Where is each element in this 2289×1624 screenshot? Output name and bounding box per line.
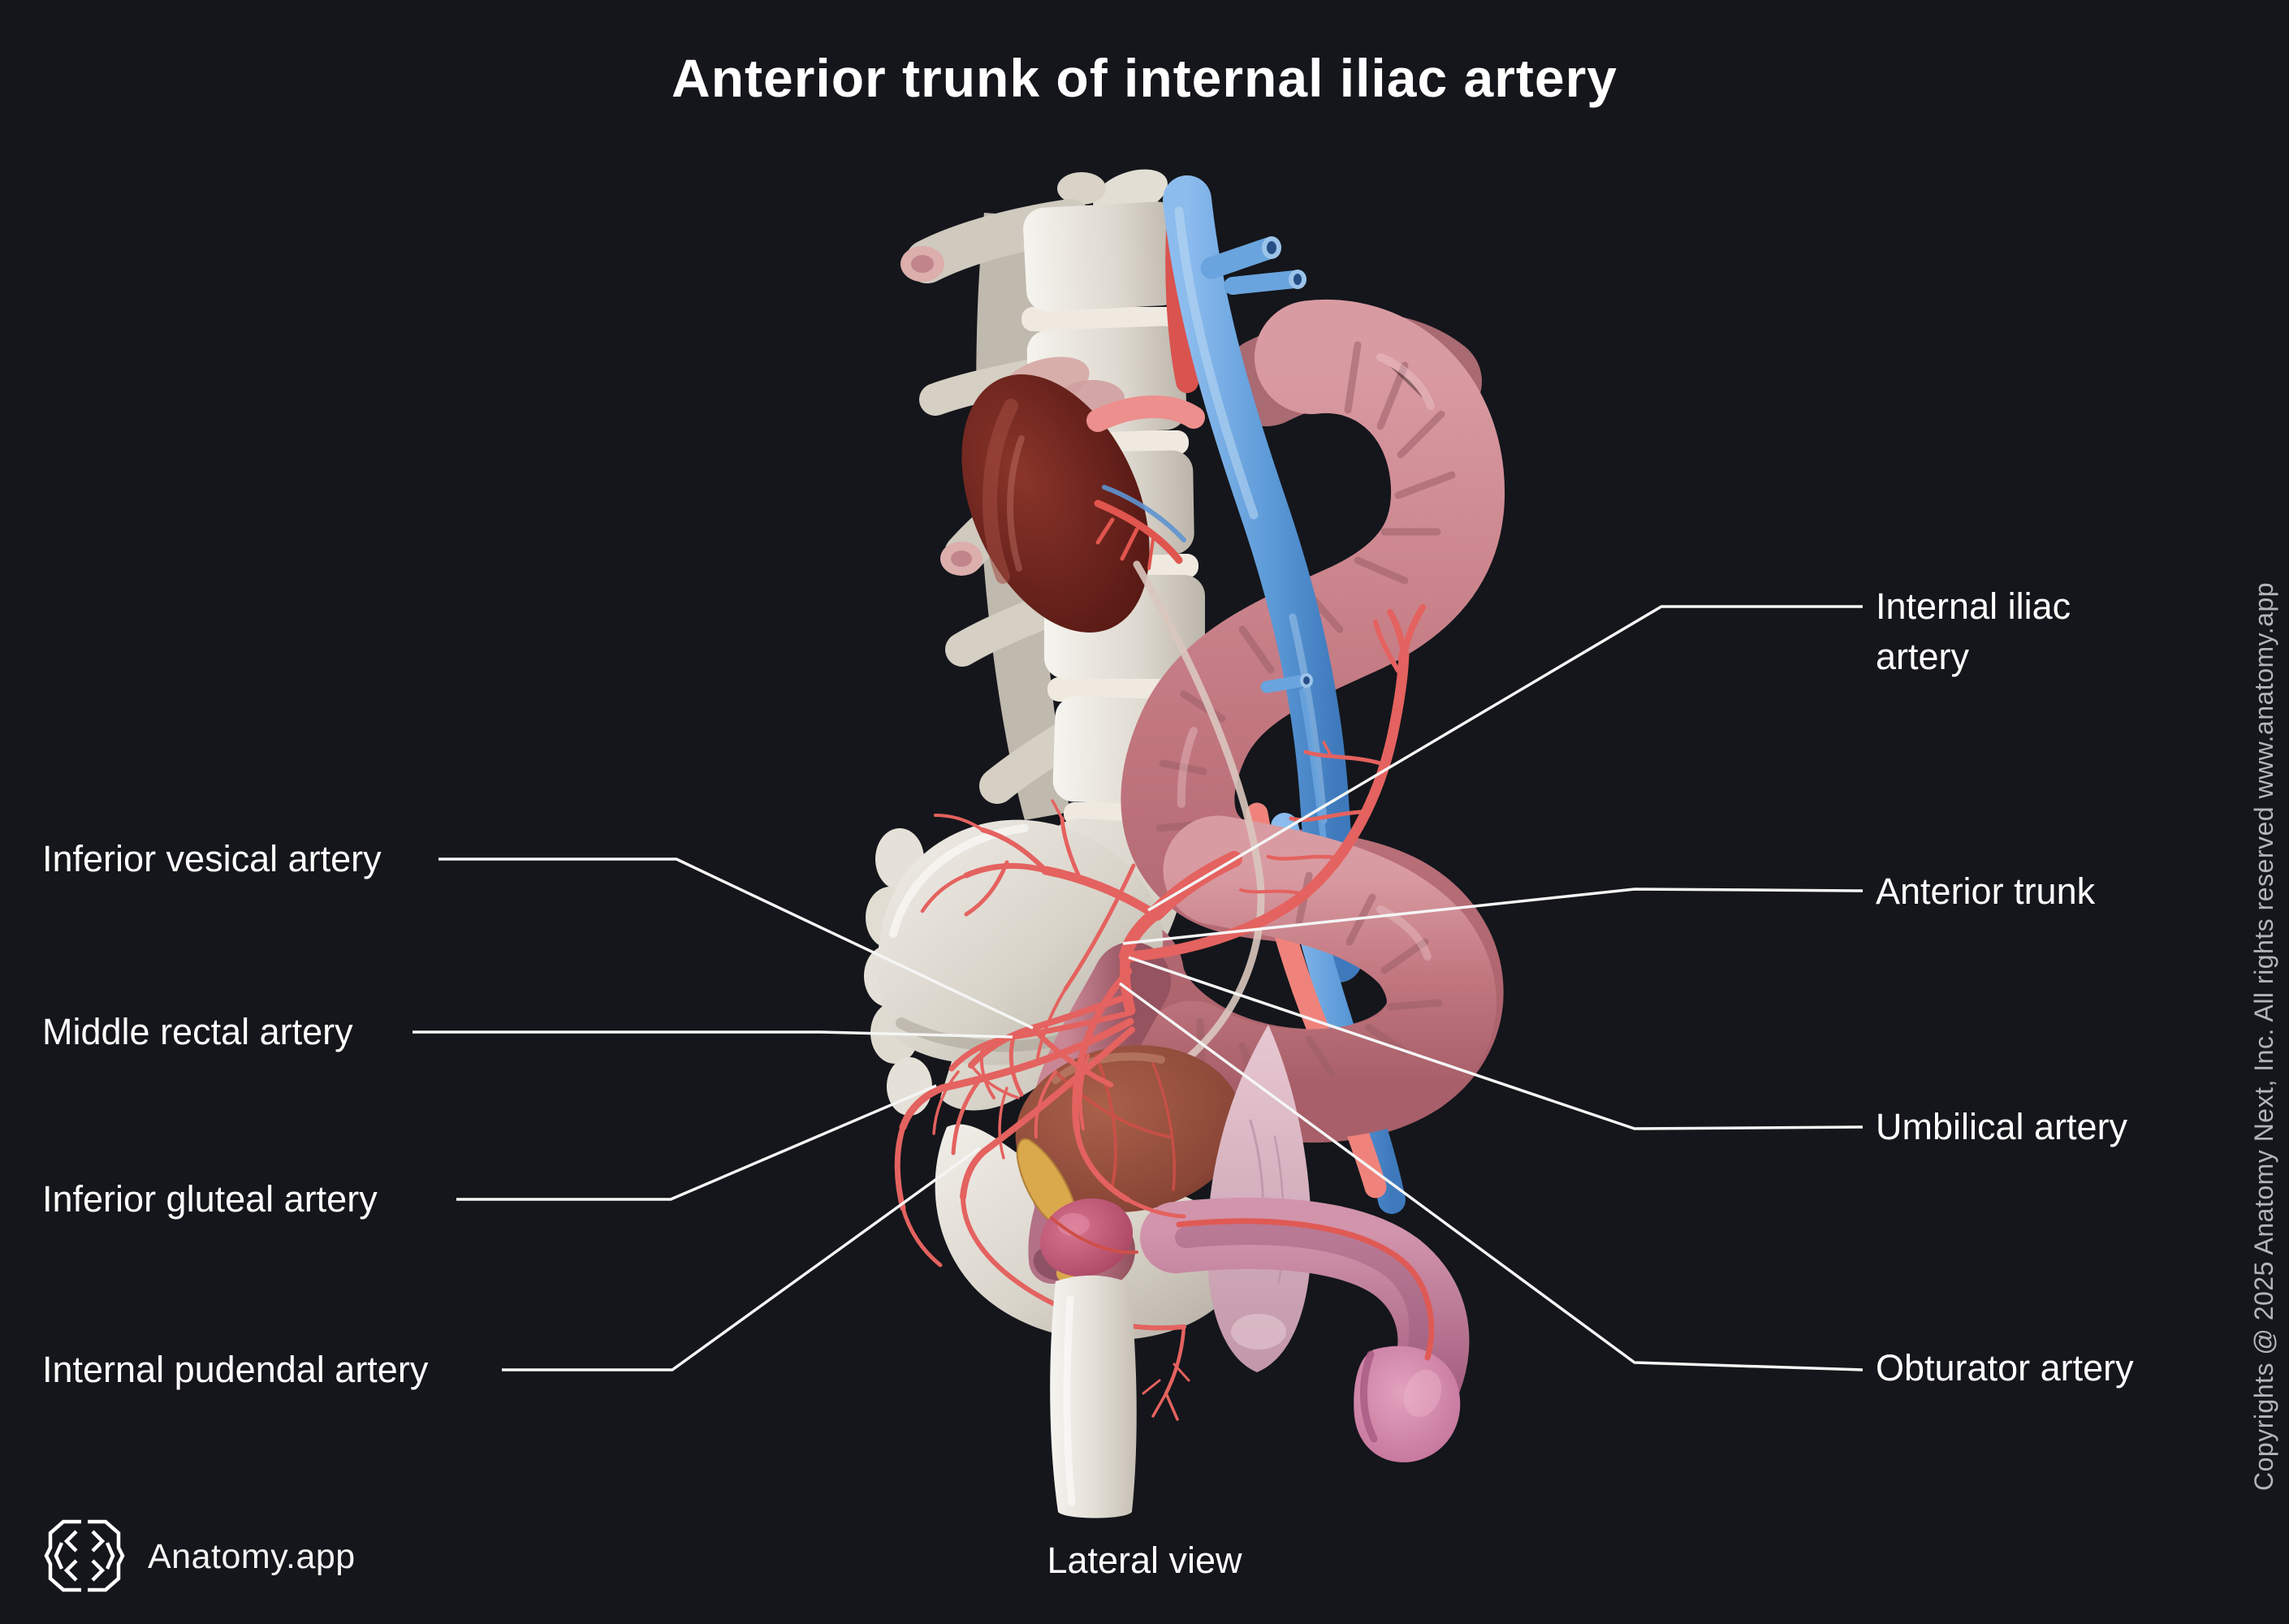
dorsal-artery-of-penis (1176, 1218, 1435, 1361)
brand-name: Anatomy.app (148, 1536, 356, 1576)
prostate (1039, 1198, 1138, 1277)
label-internal-pudendal-artery: Internal pudendal artery (42, 1349, 429, 1390)
internal-pudendal-artery-vessel (960, 1026, 1190, 1421)
leader-middle-rectal-artery (412, 1030, 1013, 1039)
leader-internal-iliac-artery (1147, 605, 1863, 912)
page-title: Anterior trunk of internal iliac artery (672, 48, 1617, 108)
leader-lines (412, 605, 1864, 1371)
label-internal-iliac-artery: Internal iliac artery (1876, 585, 2071, 677)
kidney (961, 356, 1205, 633)
femur (1050, 1275, 1137, 1518)
leader-umbilical-artery (1128, 956, 1864, 1130)
inferior-gluteal-artery-vessel (894, 1017, 1134, 1268)
label-middle-rectal-artery: Middle rectal artery (42, 1011, 353, 1052)
brand-lockup: Anatomy.app (42, 1517, 356, 1596)
umbilical-artery-vessel (1125, 604, 1426, 962)
renal-artery (1086, 395, 1205, 432)
leader-internal-pudendal-artery (502, 1147, 981, 1371)
ureter (1133, 560, 1265, 1069)
copyright-text: Copyrights @ 2025 Anatomy Next, Inc. All… (2249, 581, 2278, 1491)
label-obturator-artery: Obturator artery (1876, 1347, 2134, 1389)
leader-inferior-gluteal-artery (456, 1084, 937, 1201)
leader-anterior-trunk (1122, 888, 1864, 945)
view-label: Lateral view (1047, 1540, 1242, 1581)
label-umbilical-artery: Umbilical artery (1876, 1106, 2128, 1147)
anatomy-app-logo-icon (44, 1519, 125, 1592)
penis (1140, 1197, 1470, 1462)
label-inferior-gluteal-artery: Inferior gluteal artery (42, 1178, 378, 1220)
leader-obturator-artery (1118, 982, 1864, 1371)
leader-inferior-vesical-artery (438, 857, 1034, 1030)
label-inferior-vesical-artery: Inferior vesical artery (42, 838, 382, 879)
label-anterior-trunk: Anterior trunk (1876, 870, 2096, 912)
